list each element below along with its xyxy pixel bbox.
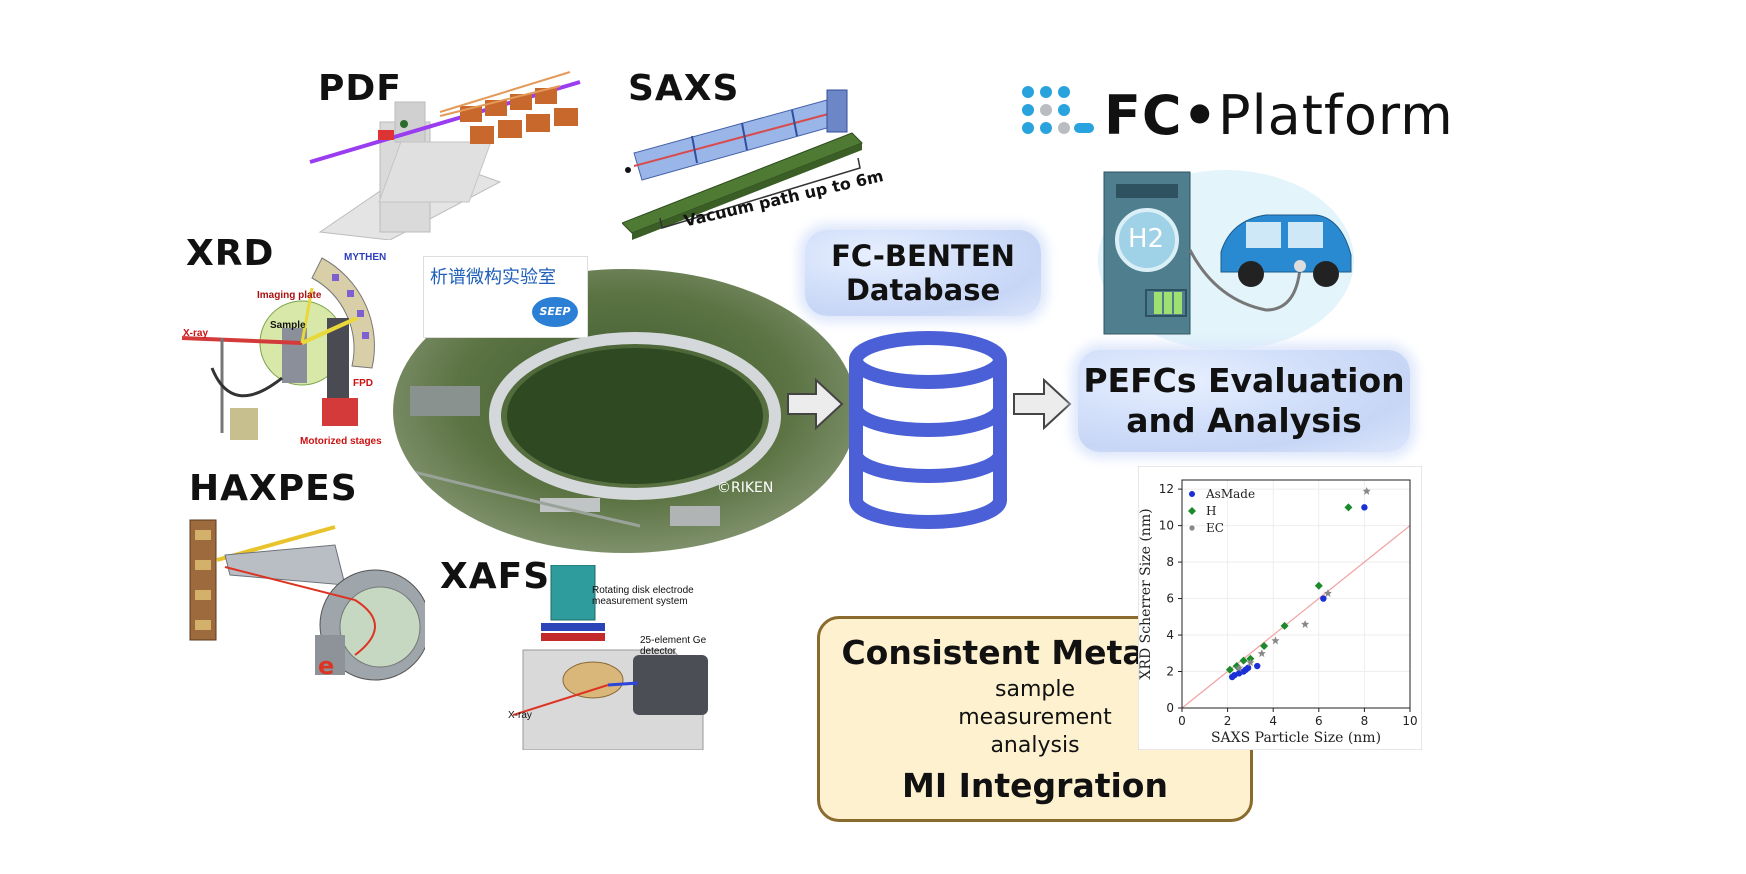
xrd-instrument-illustration (181, 257, 375, 440)
haxpes-electron-label: e (318, 652, 335, 680)
pdf-label: PDF (318, 68, 402, 109)
data-point-ec (1323, 589, 1332, 598)
legend-label-ec: EC (1206, 521, 1224, 535)
xrd-label: XRD (186, 233, 275, 274)
xrd-mythen-label: MYTHEN (344, 252, 387, 263)
seep-logo-mark: SEEP (532, 297, 578, 327)
chart-x-axis-label: SAXS Particle Size (nm) (1211, 730, 1381, 746)
chart-frame (1138, 466, 1422, 750)
xafs-instrument-illustration (513, 565, 708, 750)
data-point-ec (1362, 486, 1371, 495)
x-tick-label: 2 (1224, 714, 1232, 728)
xafs-ge-detector-label: 25-element Ge detector (640, 635, 707, 657)
pefcs-title-line2: and Analysis (1126, 401, 1362, 440)
haxpes-instrument-illustration (189, 519, 425, 681)
legend-marker-h (1188, 507, 1196, 515)
y-tick-label: 0 (1166, 701, 1174, 715)
x-tick-label: 4 (1269, 714, 1277, 728)
data-point-h (1239, 656, 1248, 665)
data-point-asmade (1242, 666, 1250, 673)
database-icon (849, 331, 1007, 529)
saxs-instrument-illustration (622, 89, 863, 240)
xafs-rde-label: Rotating disk electrode measurement syst… (592, 585, 694, 607)
data-point-ec (1301, 620, 1310, 629)
arrow-photo-to-database (787, 378, 844, 430)
x-tick-label: 0 (1178, 714, 1186, 728)
haxpes-label: HAXPES (189, 468, 358, 509)
plot-area (1181, 479, 1411, 709)
pefcs-evaluation-box: PEFCs Evaluation and Analysis (1078, 350, 1410, 452)
riken-credit: ©RIKEN (717, 480, 774, 496)
fc-platform-logo-platform: Platform (1218, 84, 1454, 147)
saxs-vs-xrd-scatter-chart: 0 2 4 6 8 10 0 2 4 6 8 10 12 SAXS Particle Size (nm)… (1138, 466, 1422, 750)
legend-label-asmade: AsMade (1205, 487, 1255, 501)
h2-sign: H2 (1128, 224, 1165, 254)
data-point-asmade (1231, 671, 1238, 679)
pefcs-title-line1: PEFCs Evaluation (1083, 361, 1405, 400)
y-tick-label: 12 (1159, 482, 1174, 496)
pdf-instrument-illustration (309, 71, 581, 240)
xrd-fpd-label: FPD (353, 378, 373, 389)
seep-logo-chinese: 析谱微构实验室 (430, 267, 556, 288)
database-title-line2: Database (845, 273, 1001, 307)
y-tick-label: 6 (1166, 592, 1174, 606)
legend-marker-ec (1189, 525, 1195, 531)
xrd-imaging-plate-label: Imaging plate (257, 290, 322, 301)
data-point-asmade (1254, 662, 1261, 670)
chart-ticks: 0 2 4 6 8 10 0 2 4 6 8 10 12 (1159, 482, 1418, 728)
xafs-label: XAFS (440, 556, 551, 597)
x-tick-label: 10 (1402, 714, 1417, 728)
chart-points (1225, 486, 1371, 681)
data-point-asmade (1361, 504, 1368, 511)
fc-platform-logo-fc: FC (1104, 84, 1183, 147)
fc-platform-logo-mark (1022, 86, 1094, 134)
x-tick-label: 8 (1361, 714, 1369, 728)
data-point-asmade (1320, 595, 1327, 602)
data-point-h (1260, 641, 1269, 650)
metadata-footer: MI Integration (902, 766, 1168, 805)
xrd-xray-label: X-ray (183, 328, 209, 339)
chart-y-axis-label: XRD Scherrer Size (nm) (1138, 508, 1154, 679)
y-tick-label: 10 (1159, 519, 1174, 533)
legend-label-h: H (1206, 504, 1216, 518)
arrow-database-to-pefcs (1013, 378, 1072, 430)
data-point-h (1314, 581, 1323, 590)
saxs-label: SAXS (628, 68, 740, 109)
y-tick-label: 8 (1166, 555, 1174, 569)
xafs-xray-label: X-ray (508, 710, 532, 721)
metadata-item-analysis: analysis (990, 733, 1080, 758)
x-tick-label: 6 (1315, 714, 1323, 728)
data-point-h (1225, 665, 1234, 674)
fc-platform-logo-dot: • (1182, 84, 1219, 147)
data-point-ec (1246, 658, 1255, 667)
data-point-h (1280, 621, 1289, 630)
y-tick-label: 4 (1166, 628, 1174, 642)
metadata-item-measurement: measurement (958, 705, 1112, 730)
seep-logo-box: 析谱微构实验室 SEEP (423, 256, 588, 338)
reference-line (1181, 525, 1411, 709)
fc-benten-database-box: FC-BENTEN Database (805, 230, 1041, 316)
metadata-item-sample: sample (995, 677, 1075, 702)
xrd-motorized-label: Motorized stages (300, 436, 382, 447)
data-point-h (1344, 503, 1353, 512)
data-point-ec (1271, 636, 1280, 645)
legend-marker-asmade (1189, 491, 1195, 497)
fc-platform-logo-text: FC•Platform (1104, 84, 1454, 147)
database-title-line1: FC-BENTEN (831, 239, 1015, 273)
xrd-sample-label: Sample (270, 320, 306, 331)
hydrogen-station-illustration (1098, 170, 1354, 350)
data-point-ec (1257, 649, 1266, 658)
data-point-ec (1235, 663, 1243, 672)
y-tick-label: 2 (1166, 665, 1174, 679)
